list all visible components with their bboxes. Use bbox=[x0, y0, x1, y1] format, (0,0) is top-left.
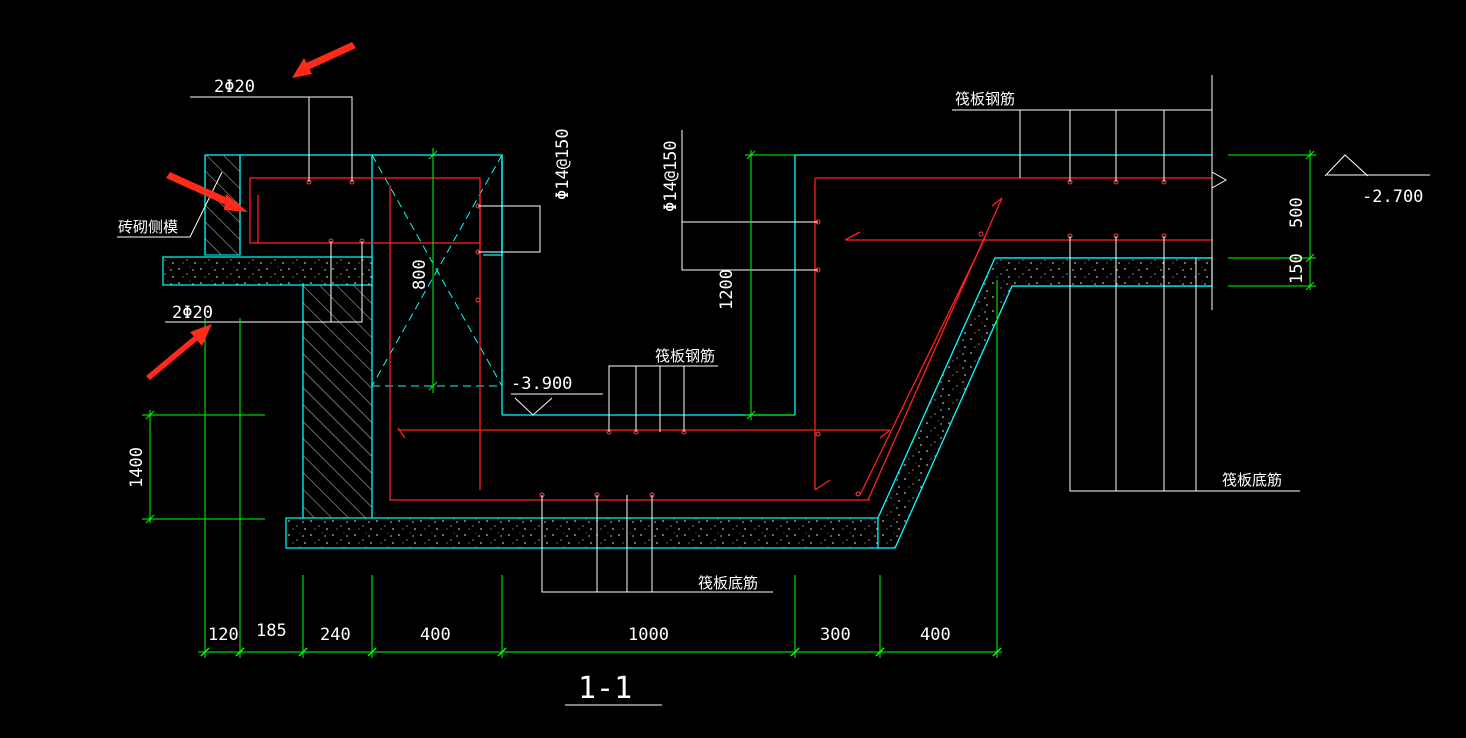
dim-300: 300 bbox=[820, 625, 851, 645]
leader-lines bbox=[117, 75, 1430, 706]
dim-400-right: 400 bbox=[920, 625, 951, 645]
dim-150: 150 bbox=[1287, 253, 1307, 284]
cushion-top-left bbox=[162, 256, 373, 286]
rebar-dots bbox=[306, 179, 1167, 498]
dim-800: 800 bbox=[410, 259, 430, 290]
annotation-arrows bbox=[146, 42, 356, 380]
elevation-pit: -3.900 bbox=[511, 374, 572, 394]
elevation-right: -2.700 bbox=[1362, 187, 1423, 207]
dim-185: 185 bbox=[256, 621, 287, 641]
raft-steel-mid-note: 筏板钢筋 bbox=[655, 347, 715, 365]
brick-wall-lower bbox=[302, 284, 373, 519]
brick-formwork-note: 砖砌侧模 bbox=[118, 218, 178, 236]
raft-bottom-right-note: 筏板底筋 bbox=[1222, 471, 1282, 489]
dim-500: 500 bbox=[1287, 197, 1307, 228]
void-cross bbox=[371, 154, 503, 387]
arrow-bottom-icon bbox=[146, 324, 212, 380]
section-title: 1-1 bbox=[578, 671, 632, 706]
bottom-bar-label: 2Φ20 bbox=[172, 303, 213, 323]
raft-bottom-center-note: 筏板底筋 bbox=[698, 574, 758, 592]
raft-steel-top-note: 筏板钢筋 bbox=[955, 90, 1015, 108]
cushion-bottom bbox=[285, 517, 879, 549]
dim-1200: 1200 bbox=[717, 269, 737, 310]
dimension-lines bbox=[142, 148, 1316, 658]
arrow-left-icon bbox=[166, 172, 248, 212]
stirrup-right-label: Φ14@150 bbox=[661, 140, 681, 212]
rebar-lines bbox=[249, 177, 1212, 501]
stirrup-left-label: Φ14@150 bbox=[553, 128, 573, 200]
dim-240: 240 bbox=[320, 625, 351, 645]
arrow-top-icon bbox=[292, 42, 356, 78]
dim-120: 120 bbox=[208, 625, 239, 645]
top-bar-label: 2Φ20 bbox=[214, 77, 255, 97]
dim-400-left: 400 bbox=[420, 625, 451, 645]
cushion-slope bbox=[877, 257, 1213, 549]
dim-1400: 1400 bbox=[127, 447, 147, 488]
dim-1000: 1000 bbox=[628, 625, 669, 645]
